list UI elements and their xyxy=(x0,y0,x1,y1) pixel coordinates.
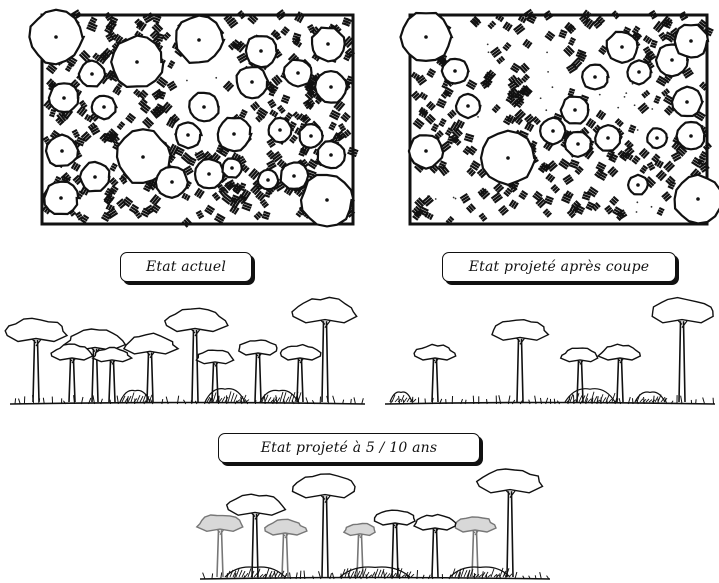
tree-canopy xyxy=(221,157,244,179)
tree-canopy xyxy=(90,94,119,121)
tree-canopy xyxy=(43,180,80,216)
tree-canopy xyxy=(299,173,355,228)
tree-canopy xyxy=(193,157,225,190)
tree-canopy xyxy=(44,133,81,168)
elevation-tree xyxy=(225,493,287,578)
elevation-tree xyxy=(122,332,180,403)
shrub xyxy=(339,566,415,578)
tree-canopy xyxy=(675,120,707,151)
elevation-tree xyxy=(4,317,69,403)
shrub xyxy=(564,388,619,403)
tree-canopy xyxy=(559,95,590,125)
tree-canopy xyxy=(279,161,310,191)
elevation-tree xyxy=(491,318,550,403)
elevation-tree xyxy=(195,514,244,578)
elevation-tree xyxy=(412,513,457,578)
elevation-after-cut xyxy=(384,296,716,405)
tree-canopy xyxy=(110,34,165,89)
elevation-tree xyxy=(50,343,94,403)
elevation-tree xyxy=(559,347,599,403)
tree-canopy xyxy=(298,122,325,149)
tree-canopies xyxy=(399,11,719,225)
tree-canopy xyxy=(313,69,349,104)
tree-canopy xyxy=(78,160,111,193)
tree-canopy xyxy=(174,121,204,150)
tree-canopy xyxy=(188,91,220,123)
tree-canopy xyxy=(310,26,346,63)
shrub xyxy=(449,566,513,578)
tree-canopy xyxy=(154,165,190,199)
elevation-tree xyxy=(342,522,376,578)
label-future-state: Etat projeté à 5 / 10 ans xyxy=(218,433,480,463)
elevation-tree xyxy=(291,296,358,403)
tree-canopy xyxy=(244,35,279,69)
tree-canopies xyxy=(28,8,355,228)
elevation-future-state xyxy=(195,468,551,580)
tree-canopy xyxy=(646,127,669,150)
tree-canopy xyxy=(626,59,653,86)
tree-canopy xyxy=(594,123,622,152)
elevation-tree xyxy=(264,518,308,578)
tree-canopy xyxy=(216,116,253,153)
plan-border xyxy=(408,13,709,226)
shrub xyxy=(389,391,417,403)
elevation-tree xyxy=(475,468,544,578)
ground-line xyxy=(9,395,366,405)
tree-canopy xyxy=(175,14,226,65)
tree-canopy xyxy=(580,63,610,91)
tree-canopy xyxy=(479,129,538,186)
shrub xyxy=(634,391,668,403)
shrub xyxy=(119,389,153,403)
tree-canopy xyxy=(670,85,705,118)
elevation-current-state xyxy=(4,296,366,405)
tree-canopy xyxy=(256,168,280,191)
elevation-tree xyxy=(163,307,229,403)
elevation-tree xyxy=(651,296,714,403)
tree-canopy xyxy=(538,116,568,146)
tree-canopy xyxy=(267,116,295,144)
tree-canopy xyxy=(47,82,80,114)
tree-canopy xyxy=(673,173,719,225)
tree-canopy xyxy=(454,92,482,120)
tree-canopy xyxy=(605,30,639,64)
elevation-tree xyxy=(596,343,642,403)
tree-canopy xyxy=(399,11,454,63)
label-after-cut: Etat projeté après coupe xyxy=(442,252,676,282)
tree-canopy xyxy=(282,58,313,88)
tree-canopy xyxy=(440,57,470,85)
tree-canopy xyxy=(626,173,649,196)
tree-canopy xyxy=(77,59,108,88)
elevation-tree xyxy=(237,339,278,403)
elevation-tree xyxy=(91,346,134,403)
shrub xyxy=(259,389,302,403)
tree-canopy xyxy=(235,65,271,100)
elevation-tree xyxy=(195,349,235,403)
tree-canopy xyxy=(673,23,710,59)
plan-current-state xyxy=(28,8,359,228)
label-current-state: Etat actuel xyxy=(120,252,252,282)
tree-canopy xyxy=(28,8,86,66)
shrub xyxy=(204,388,250,403)
tree-canopy xyxy=(563,130,593,159)
tree-canopy xyxy=(115,128,173,185)
elevation-tree xyxy=(291,473,356,578)
tree-canopy xyxy=(407,134,445,170)
elevation-tree xyxy=(454,516,497,578)
plan-after-cut xyxy=(399,8,719,226)
tree-canopy xyxy=(316,139,347,170)
shrub xyxy=(224,566,288,578)
elevation-tree xyxy=(413,343,457,403)
